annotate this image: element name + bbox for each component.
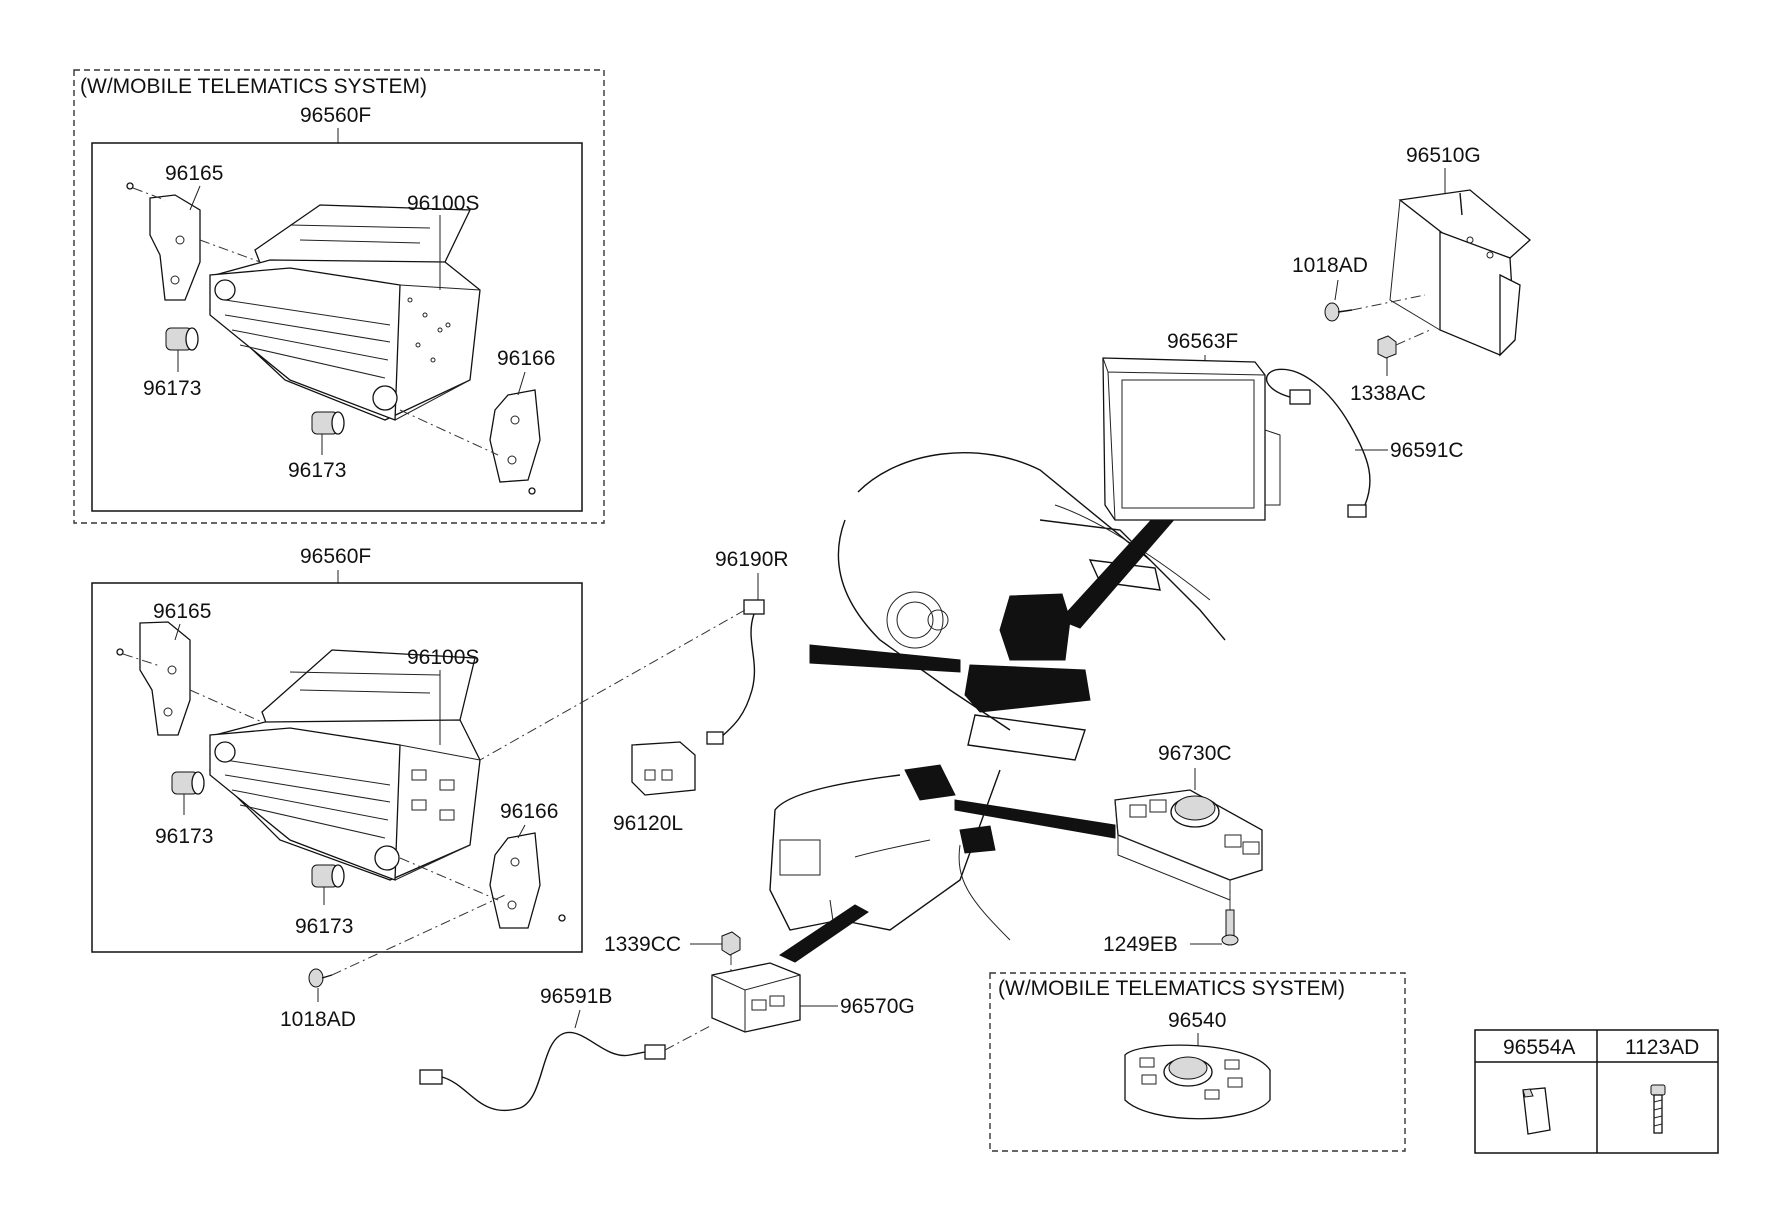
label-1018AD-bottom: 1018AD bbox=[280, 1008, 356, 1031]
bracket-left-top bbox=[126, 182, 261, 301]
controller-96730C bbox=[1114, 789, 1263, 901]
nut-1338AC bbox=[1377, 329, 1431, 359]
parts-table: 96554A 1123AD bbox=[1474, 1029, 1719, 1154]
label-1018AD-top: 1018AD bbox=[1292, 254, 1368, 277]
dashboard-center bbox=[769, 451, 1226, 941]
pointer-to-controller bbox=[954, 799, 1116, 839]
label-1338AC: 1338AC bbox=[1350, 382, 1426, 405]
label-96591B: 96591B bbox=[540, 985, 612, 1008]
section-header-bottom: (W/MOBILE TELEMATICS SYSTEM) bbox=[998, 977, 1345, 1000]
label-96510G: 96510G bbox=[1406, 144, 1481, 167]
label-96100S-top: 96100S bbox=[407, 192, 479, 215]
display-96563F bbox=[1102, 357, 1281, 521]
bracket-right-top bbox=[399, 389, 541, 495]
pointer-to-display bbox=[1059, 504, 1179, 629]
label-96166-bottom: 96166 bbox=[500, 800, 558, 823]
assembly-box-bottom bbox=[91, 582, 583, 953]
label-96560F-top: 96560F bbox=[300, 104, 371, 127]
knob-top-b bbox=[311, 411, 345, 435]
label-96591C: 96591C bbox=[1390, 439, 1464, 462]
knob-bottom-b bbox=[311, 864, 345, 888]
label-96560F-bottom: 96560F bbox=[300, 545, 371, 568]
bracket-left-bottom bbox=[116, 621, 263, 736]
label-96173-top-a: 96173 bbox=[143, 377, 201, 400]
screw-1018AD-bottom bbox=[308, 894, 506, 988]
table-header-96554A: 96554A bbox=[1503, 1036, 1575, 1059]
knob-bottom-a bbox=[171, 771, 205, 795]
screw-1249EB bbox=[1221, 880, 1239, 946]
module-96570G bbox=[711, 962, 801, 1033]
pointer-left-top bbox=[809, 644, 961, 673]
label-96165-bottom: 96165 bbox=[153, 600, 211, 623]
controller-96540 bbox=[1124, 1044, 1271, 1120]
cable-96591B bbox=[419, 1024, 713, 1112]
module-96510G bbox=[1389, 189, 1531, 357]
label-96730C: 96730C bbox=[1158, 742, 1232, 765]
section-header-top: (W/MOBILE TELEMATICS SYSTEM) bbox=[80, 75, 427, 98]
sd-card-icon bbox=[1522, 1087, 1551, 1135]
label-96173-bottom-b: 96173 bbox=[295, 915, 353, 938]
bolt-icon bbox=[1650, 1084, 1666, 1134]
label-96190R: 96190R bbox=[715, 548, 789, 571]
label-96563F: 96563F bbox=[1167, 330, 1238, 353]
label-96540: 96540 bbox=[1168, 1009, 1226, 1032]
table-header-1123AD: 1123AD bbox=[1625, 1036, 1699, 1059]
label-96570G: 96570G bbox=[840, 995, 915, 1018]
label-1249EB: 1249EB bbox=[1103, 933, 1178, 956]
label-96166-top: 96166 bbox=[497, 347, 555, 370]
knob-top-a bbox=[165, 327, 199, 351]
label-96173-bottom-a: 96173 bbox=[155, 825, 213, 848]
bracket-right-bottom bbox=[399, 832, 566, 929]
nut-1339CC bbox=[721, 931, 741, 975]
radio-unit-bottom bbox=[209, 649, 481, 881]
pointer-to-module bbox=[778, 904, 869, 963]
telematics-section-top bbox=[73, 69, 605, 524]
label-96100S-bottom: 96100S bbox=[407, 646, 479, 669]
label-96120L: 96120L bbox=[613, 812, 683, 835]
assembly-box-top bbox=[91, 142, 583, 512]
label-1339CC: 1339CC bbox=[604, 933, 681, 956]
label-96173-top-b: 96173 bbox=[288, 459, 346, 482]
harness-96190R bbox=[479, 599, 765, 761]
label-96165-top: 96165 bbox=[165, 162, 223, 185]
cable-96591C bbox=[1265, 368, 1371, 518]
bolt-1018AD-top bbox=[1324, 294, 1426, 322]
connector-96120L bbox=[631, 741, 696, 796]
telematics-section-bottom bbox=[989, 972, 1406, 1152]
